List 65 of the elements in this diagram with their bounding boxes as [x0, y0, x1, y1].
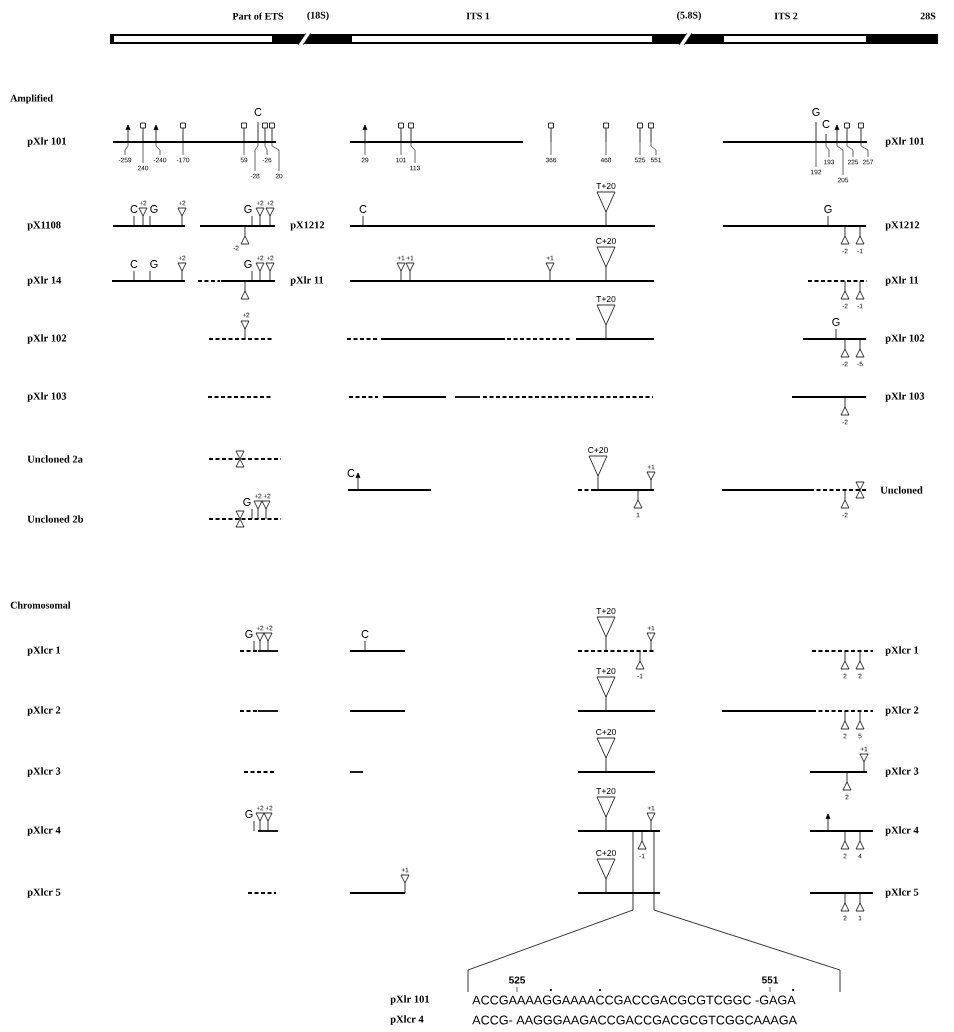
clone-label: pXlr 102 — [27, 334, 67, 344]
base-letter: G — [244, 260, 252, 268]
clone-label: pXlr 102 — [885, 334, 925, 344]
clone-label: pXlcr 5 — [27, 888, 61, 898]
clone-label: pXlcr 2 — [885, 706, 919, 716]
base-letter: G — [812, 108, 820, 116]
clone-label: pXlcr 1 — [885, 646, 919, 656]
clone-label: pXlcr 4 — [885, 826, 919, 836]
clone-label: pX1108 — [27, 221, 61, 231]
clone-label: pXlr 11 — [885, 276, 919, 286]
sequence-text: ACCGAAAAGGAAAACCGACCGACGCGTCGGC -GAGA — [472, 995, 796, 1005]
base-letter: C — [361, 630, 369, 638]
clone-label: Uncloned 2b — [27, 515, 84, 523]
clone-label: pX1212 — [290, 221, 325, 231]
clone-label: pXlr 101 — [27, 137, 67, 147]
clone-label: pXlr 103 — [27, 392, 67, 402]
clone-label: pXlcr 4 — [390, 1015, 424, 1025]
base-letter: C — [359, 205, 367, 213]
clone-label: pXlcr 1 — [27, 646, 61, 656]
base-letter: G — [832, 318, 840, 326]
base-letter: C — [130, 260, 138, 268]
clone-label: pXlcr 4 — [27, 826, 61, 836]
base-letter: G — [245, 810, 253, 818]
base-letter: G — [244, 205, 252, 213]
insertion-label: C+20 — [588, 447, 608, 453]
section-heading: Chromosomal — [10, 601, 71, 609]
base-letter: G — [245, 630, 253, 638]
insertion-label: C+20 — [596, 729, 616, 735]
region-label: (5.8S) — [677, 11, 701, 21]
region-label: (18S) — [307, 11, 329, 21]
region-label: Part of ETS — [232, 12, 284, 20]
insertion-label: T+20 — [596, 788, 616, 794]
insertion-label: T+20 — [596, 608, 616, 614]
clone-label: pXlr 103 — [885, 392, 925, 402]
insertion-label: T+20 — [596, 296, 616, 302]
position-number: 551 — [762, 976, 779, 984]
insertion-label: C+20 — [596, 238, 616, 244]
base-letter: C — [347, 469, 355, 477]
region-label: ITS 1 — [466, 12, 490, 20]
clone-label: Uncloned — [880, 486, 923, 494]
position-number: 525 — [509, 976, 526, 984]
clone-label: pXlcr 5 — [885, 888, 919, 898]
section-heading: Amplified — [10, 94, 53, 104]
clone-label: pXlr 11 — [290, 276, 324, 286]
clone-label: pXlr 101 — [390, 995, 430, 1005]
region-label: 28S — [920, 12, 936, 20]
insertion-label: T+20 — [596, 668, 616, 674]
insertion-label: T+20 — [596, 183, 616, 189]
base-letter: C — [254, 108, 262, 116]
clone-label: Uncloned 2a — [27, 455, 83, 463]
clone-label: pX1212 — [885, 221, 920, 231]
base-letter: G — [150, 205, 158, 213]
region-label: ITS 2 — [774, 12, 798, 20]
clone-label: pXlr 101 — [885, 137, 925, 147]
clone-label: pXlcr 2 — [27, 706, 61, 716]
base-letter: G — [150, 260, 158, 268]
base-letter: G — [243, 498, 251, 506]
base-letter: C — [130, 205, 138, 213]
base-letter: C — [822, 120, 830, 128]
base-letter: G — [824, 205, 832, 213]
clone-label: pXlcr 3 — [885, 767, 919, 777]
insertion-label: C+20 — [596, 850, 616, 856]
clone-label: pXlcr 3 — [27, 767, 61, 777]
clone-label: pXlr 14 — [27, 276, 62, 286]
sequence-text: ACCG- AAGGGAAGACCGACCGACGCGTCGGCAAAGA — [472, 1015, 797, 1025]
